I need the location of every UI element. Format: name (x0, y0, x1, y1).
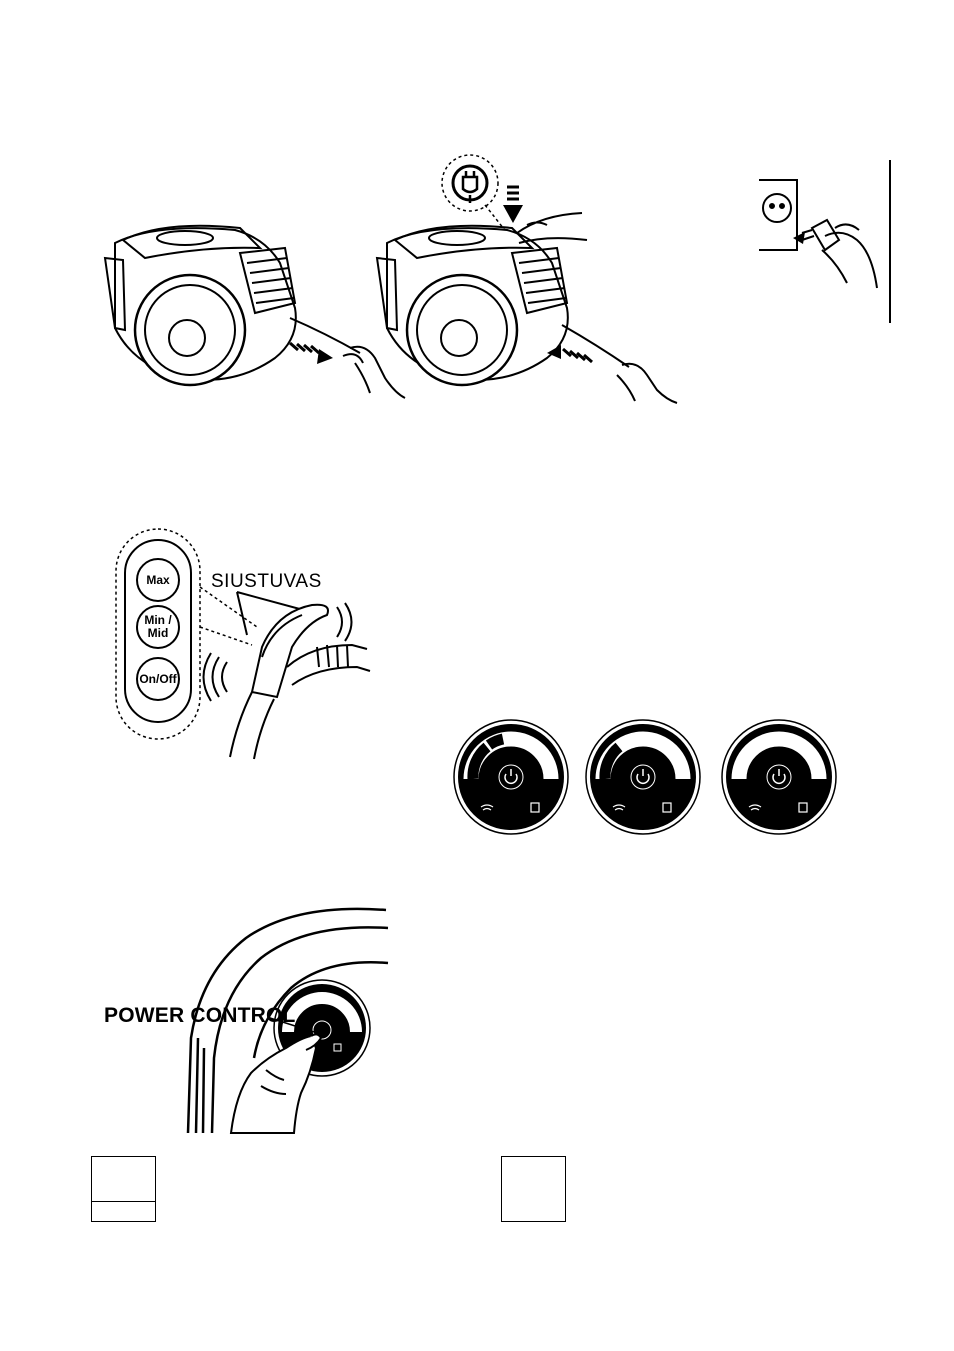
svg-text:Mid: Mid (148, 626, 169, 640)
remote-control-illustration: Max Min / Mid On/Off (112, 527, 412, 767)
vacuum-cord-rewind-illustration (367, 155, 687, 405)
wall-socket-unplug-illustration (757, 158, 897, 328)
power-control-label: POWER CONTROL (104, 1004, 296, 1028)
note-box-right (501, 1156, 566, 1222)
svg-text:Min /: Min / (144, 613, 172, 627)
remote-button-max[interactable]: Max (137, 559, 179, 601)
power-dial-min (451, 717, 571, 837)
power-dial-mid (583, 717, 703, 837)
power-dial-max (719, 717, 839, 837)
plug-rewind-icon (442, 155, 498, 211)
remote-button-min-mid[interactable]: Min / Mid (137, 606, 179, 648)
remote-button-on-off[interactable]: On/Off (137, 658, 179, 700)
note-box-left-divider (92, 1201, 155, 1202)
transmitter-label: SIUSTUVAS (211, 571, 322, 593)
note-box-left (91, 1156, 156, 1222)
svg-text:On/Off: On/Off (139, 672, 177, 686)
remote-button-max-label: Max (146, 573, 170, 587)
